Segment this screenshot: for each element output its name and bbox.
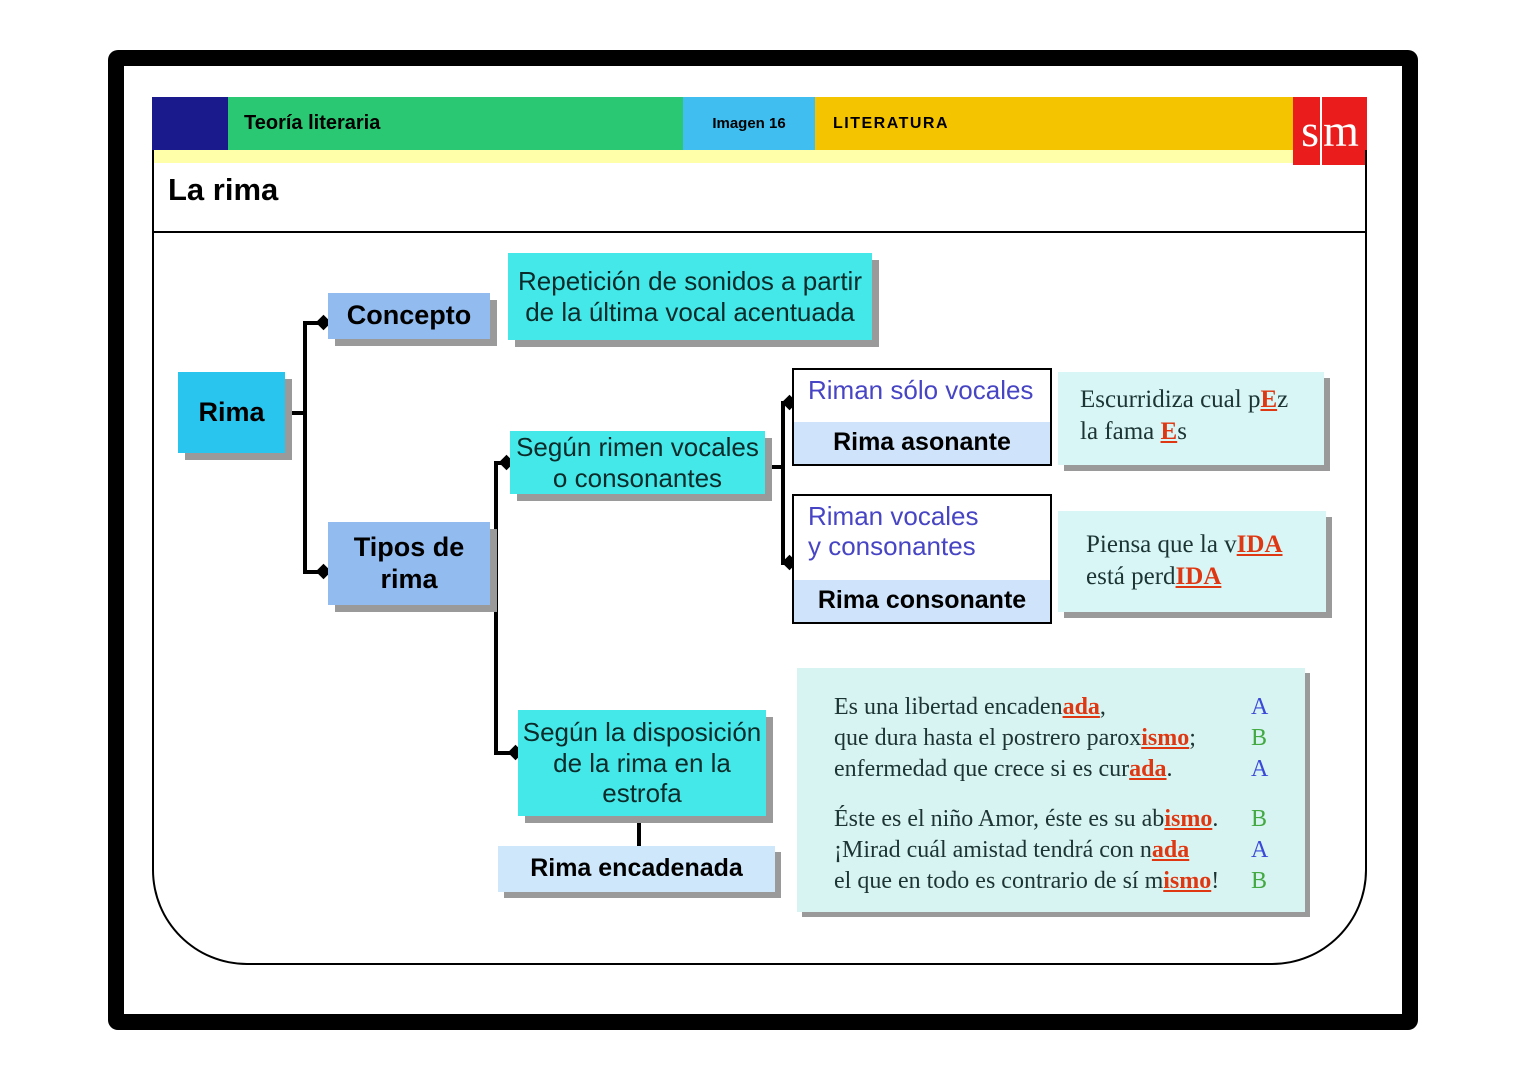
criterio-disposicion-line1: Según la disposición: [522, 716, 762, 747]
asonante-description: Riman sólo vocales: [808, 375, 1034, 405]
criterio-disposicion-line3: estrofa: [602, 778, 682, 809]
asonante-example: Escurridiza cual pEz la fama Es: [1058, 372, 1324, 465]
verse-row: ¡Mirad cuál amistad tendrá con nada A: [834, 835, 1279, 866]
page-title: La rima: [168, 172, 279, 207]
highlighted-rhyme: ismo: [1163, 868, 1212, 894]
highlighted-rhyme: ada: [1151, 837, 1190, 863]
rhyme-scheme-letter: A: [1251, 694, 1269, 720]
node-criterio-disposicion: Según la disposición de la rima en la es…: [518, 710, 766, 816]
consonante-example: Piensa que la vIDA está perdIDA: [1058, 511, 1326, 612]
consonante-description-line2: y consonantes: [808, 530, 976, 561]
header-navy-block: [152, 97, 228, 150]
node-rima-consonante: Riman vocales y consonantes Rima consona…: [792, 494, 1052, 624]
criterio-vocales-line2: o consonantes: [552, 462, 723, 493]
poem-example: Es una libertad encadenada, A que dura h…: [797, 668, 1305, 912]
consonante-example-line2: está perdIDA: [1086, 563, 1222, 590]
course-title: Teoría literaria: [244, 112, 381, 134]
asonante-example-line1: Escurridiza cual pEz: [1080, 386, 1289, 413]
asonante-example-line2: la fama Es: [1080, 418, 1187, 445]
connector-to-concepto: [303, 321, 323, 325]
criterio-disposicion-line2: de la rima en la: [553, 747, 731, 778]
node-concepto-label: Concepto: [346, 300, 472, 331]
node-rima-encadenada: Rima encadenada: [498, 846, 775, 892]
rhyme-scheme-letter: A: [1251, 837, 1269, 863]
highlighted-rhyme: ismo: [1164, 806, 1213, 832]
tipos-label-line1: Tipos de: [353, 531, 465, 562]
rhyme-scheme-letter: B: [1251, 725, 1268, 751]
verse-row: Éste es el niño Amor, éste es su abismo.…: [834, 804, 1279, 835]
node-rima-label: Rima: [198, 396, 265, 427]
consonante-description-line1: Riman vocales: [808, 501, 979, 531]
accent-strip: [152, 150, 1293, 163]
rhyme-scheme-letter: B: [1251, 806, 1268, 832]
node-rima: Rima: [178, 372, 285, 453]
criterio-vocales-line1: Según rimen vocales: [516, 431, 759, 462]
consonante-description: Riman vocales y consonantes: [794, 496, 1050, 580]
node-concepto-definition: Repetición de sonidos a partir de la últ…: [508, 253, 872, 340]
node-concepto: Concepto: [328, 293, 490, 339]
node-criterio-vocales: Según rimen vocales o consonantes: [510, 431, 765, 494]
concepto-definition-line2: de la última vocal acentuada: [525, 296, 855, 327]
connector-crit1-trunk: [763, 465, 785, 469]
highlighted-rhyme: E: [1260, 386, 1278, 413]
connector-to-crit2: [494, 751, 516, 755]
connector-crit2-encadenada: [637, 814, 641, 848]
header-image-band: Imagen 16: [683, 97, 815, 150]
rhyme-scheme-letter: B: [1251, 868, 1268, 894]
highlighted-rhyme: E: [1160, 418, 1178, 445]
node-tipos-de-rima: Tipos de rima: [328, 522, 490, 605]
header-course-band: Teoría literaria: [228, 97, 683, 150]
image-label: Imagen 16: [712, 115, 786, 132]
consonante-example-line1: Piensa que la vIDA: [1086, 531, 1283, 558]
subject-label: LITERATURA: [833, 114, 950, 132]
highlighted-rhyme: IDA: [1175, 563, 1222, 590]
tipos-label-line2: rima: [380, 563, 438, 594]
sm-logo-letter-s: s: [1301, 105, 1320, 156]
sm-logo-letter-m: m: [1323, 105, 1359, 156]
sm-logo-divider: [1320, 97, 1323, 165]
consonante-name: Rima consonante: [794, 580, 1050, 622]
connector-trunk2: [494, 461, 498, 755]
highlighted-rhyme: ismo: [1141, 725, 1190, 751]
concepto-definition-line1: Repetición de sonidos a partir: [518, 265, 862, 296]
verse-row: enfermedad que crece si es curada. A: [834, 754, 1279, 785]
encadenada-label: Rima encadenada: [530, 854, 743, 883]
highlighted-rhyme: IDA: [1236, 531, 1283, 558]
node-rima-asonante: Riman sólo vocales Rima asonante: [792, 368, 1052, 466]
connector-trunk3: [781, 401, 785, 565]
verse-row: Es una libertad encadenada, A: [834, 692, 1279, 723]
header-subject-band: LITERATURA: [815, 97, 1293, 150]
asonante-name: Rima asonante: [794, 422, 1050, 464]
verse-row: el que en todo es contrario de sí mismo!…: [834, 866, 1279, 897]
connector-rima-trunk: [283, 411, 307, 415]
rhyme-scheme-letter: A: [1251, 756, 1269, 782]
highlighted-rhyme: ada: [1129, 756, 1167, 782]
connector-trunk1: [303, 321, 307, 574]
title-divider: [152, 231, 1367, 233]
connector-to-tipos: [303, 570, 323, 574]
connector-tipos-trunk: [488, 568, 498, 572]
content-panel: [152, 150, 1367, 965]
verse-row: que dura hasta el postrero paroxismo; B: [834, 723, 1279, 754]
highlighted-rhyme: ada: [1062, 694, 1100, 720]
